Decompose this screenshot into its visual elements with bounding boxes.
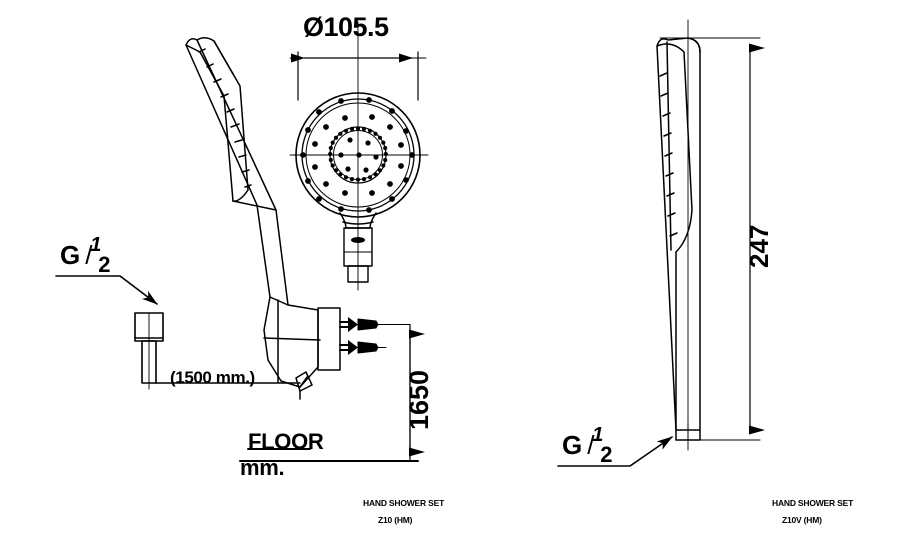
hose-length-label: (1500 mm.)	[170, 368, 255, 387]
thread-g-right: G	[562, 430, 583, 460]
length-label: 247	[744, 224, 774, 268]
inlet-connector	[134, 312, 164, 390]
thread-denominator-right: 2	[600, 442, 613, 467]
floor-label: FLOOR	[248, 429, 324, 454]
thread-fraction-left: 1 / 2	[83, 234, 111, 277]
thread-numerator-right: 1	[592, 424, 604, 446]
fraction-slash-left: /	[85, 240, 93, 270]
floor-line	[239, 448, 419, 462]
thread-fraction-right: 1 / 2	[585, 424, 613, 467]
length-dimension	[659, 37, 765, 441]
thread-leader-left	[55, 275, 158, 305]
front-view-group	[55, 21, 429, 462]
thread-denominator-left: 2	[98, 252, 111, 277]
side-view-caption-model: Z10V (HM)	[782, 515, 822, 525]
mounting-screws	[339, 317, 411, 355]
diameter-label: Ø105.5	[303, 12, 389, 42]
inner-scatter-dots	[338, 137, 379, 173]
thread-numerator-left: 1	[90, 234, 102, 256]
outer-nozzle-dots	[300, 97, 415, 213]
front-view-caption-model: Z10 (HM)	[378, 515, 413, 525]
diameter-dimension	[289, 51, 427, 101]
fraction-slash-right: /	[587, 430, 595, 460]
thread-label-right: G 1 / 2	[562, 424, 613, 467]
height-label: 1650	[404, 369, 434, 430]
thread-leader-right	[557, 436, 673, 467]
wall-bracket	[263, 296, 341, 400]
inner-nozzle-dots	[328, 126, 388, 182]
side-view-caption-title: HAND SHOWER SET	[772, 498, 854, 508]
thread-g-left: G	[60, 240, 81, 270]
shower-head-neck	[339, 212, 377, 283]
handset-side-profile	[656, 37, 701, 441]
front-view-caption-title: HAND SHOWER SET	[363, 498, 445, 508]
side-view-group	[557, 19, 765, 467]
thread-label-left: G 1 / 2	[60, 234, 111, 277]
floor-units-label: mm.	[240, 455, 285, 480]
handset-wand	[185, 37, 289, 306]
